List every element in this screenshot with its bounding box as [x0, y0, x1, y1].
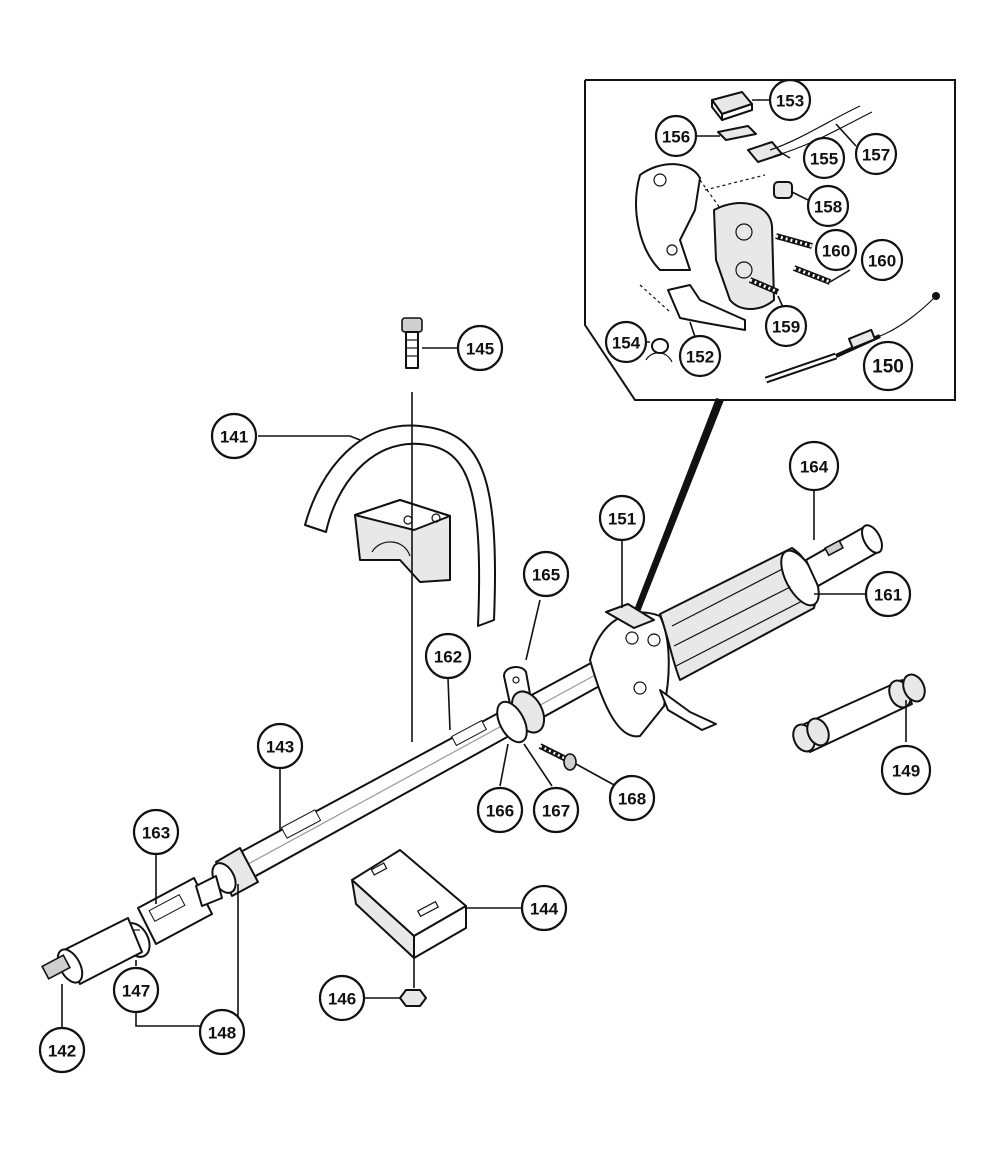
- callout-155: 155: [802, 136, 846, 180]
- svg-text:157: 157: [862, 146, 890, 165]
- tube-label-162: [450, 719, 488, 747]
- callout-157: 157: [854, 132, 898, 176]
- svg-text:147: 147: [122, 982, 150, 1001]
- tube-clamp-part: [496, 599, 553, 787]
- inset-detail-box: [584, 79, 956, 612]
- callout-145: 145: [456, 324, 504, 372]
- svg-text:149: 149: [892, 762, 920, 781]
- collar-part: [773, 181, 809, 201]
- switch-cap-part: [711, 91, 770, 121]
- spring-part: [645, 338, 673, 363]
- plate-part: [696, 125, 757, 141]
- svg-text:156: 156: [662, 128, 690, 147]
- throttle-cable-part: [764, 292, 940, 384]
- svg-text:166: 166: [486, 802, 514, 821]
- callout-150: 150: [862, 340, 914, 392]
- callout-164: 164: [788, 440, 840, 492]
- damper-part: [792, 673, 926, 753]
- callout-163: 163: [132, 808, 180, 856]
- drive-shaft-end-part: [41, 917, 143, 1030]
- svg-text:152: 152: [686, 348, 714, 367]
- svg-text:161: 161: [874, 586, 902, 605]
- svg-text:167: 167: [542, 802, 570, 821]
- callout-154: 154: [604, 320, 648, 364]
- svg-text:162: 162: [434, 648, 462, 667]
- callout-162: 162: [424, 632, 472, 680]
- callout-159: 159: [764, 304, 808, 348]
- throttle-housing-part: [589, 603, 717, 738]
- callout-160-upper: 160: [814, 228, 858, 272]
- svg-text:144: 144: [530, 900, 559, 919]
- svg-text:163: 163: [142, 824, 170, 843]
- svg-text:165: 165: [532, 566, 560, 585]
- screw-upper-part: [775, 233, 813, 249]
- callout-167: 167: [532, 786, 580, 834]
- callout-144: 144: [520, 884, 568, 932]
- callout-146: 146: [318, 974, 366, 1022]
- svg-text:153: 153: [776, 92, 804, 111]
- lower-clamp-part: [351, 849, 522, 988]
- loop-handle-part: [304, 392, 497, 742]
- callout-147: 147: [112, 966, 160, 1014]
- callout-161: 161: [864, 570, 912, 618]
- svg-text:145: 145: [466, 340, 494, 359]
- svg-text:164: 164: [800, 458, 829, 477]
- rear-tube-part: [805, 490, 883, 587]
- svg-text:160: 160: [822, 242, 850, 261]
- callout-153: 153: [768, 78, 812, 122]
- callout-168: 168: [608, 774, 656, 822]
- svg-text:154: 154: [612, 334, 641, 353]
- svg-text:151: 151: [608, 510, 636, 529]
- callout-149: 149: [880, 744, 932, 796]
- nut-146-part: [362, 989, 427, 1007]
- callout-160-lower: 160: [860, 238, 904, 282]
- screw-168-part: [538, 743, 617, 787]
- bolt-145-part: [401, 317, 458, 369]
- callout-165: 165: [522, 550, 570, 598]
- svg-text:155: 155: [810, 150, 838, 169]
- screw-lower-part: [792, 265, 851, 285]
- callout-148: 148: [198, 1008, 246, 1056]
- svg-text:142: 142: [48, 1042, 76, 1061]
- svg-text:159: 159: [772, 318, 800, 337]
- callout-143: 143: [256, 722, 304, 770]
- callout-158: 158: [806, 184, 850, 228]
- lower-shaft-part: [137, 875, 223, 945]
- svg-text:146: 146: [328, 990, 356, 1009]
- callout-156: 156: [654, 114, 698, 158]
- callout-151: 151: [598, 494, 646, 542]
- housing-halves-part: [635, 163, 775, 310]
- svg-text:141: 141: [220, 428, 248, 447]
- tube-label-143: [280, 809, 322, 839]
- callout-166: 166: [476, 786, 524, 834]
- callout-142: 142: [38, 1026, 86, 1074]
- svg-text:143: 143: [266, 738, 294, 757]
- callout-152: 152: [678, 334, 722, 378]
- svg-text:150: 150: [872, 357, 904, 378]
- svg-text:168: 168: [618, 790, 646, 809]
- svg-text:158: 158: [814, 198, 842, 217]
- svg-text:148: 148: [208, 1024, 236, 1043]
- callout-141: 141: [210, 412, 258, 460]
- tube-sleeve-part: [211, 847, 259, 897]
- wire-part: [769, 105, 873, 157]
- svg-text:160: 160: [868, 252, 896, 271]
